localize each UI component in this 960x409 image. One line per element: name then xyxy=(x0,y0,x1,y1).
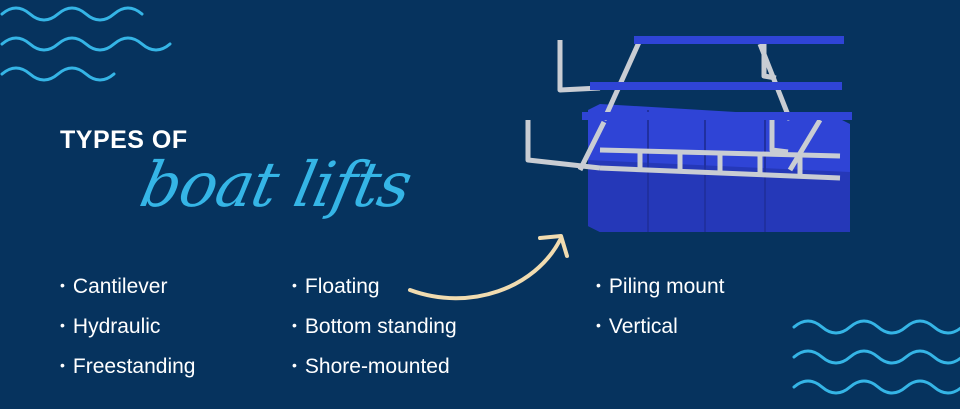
list-item: Cantilever xyxy=(60,274,195,314)
wave-icon xyxy=(0,6,172,82)
wave-icon xyxy=(792,319,960,395)
lift-types-column-1: Cantilever Hydraulic Freestanding xyxy=(60,274,196,394)
list-item: Hydraulic xyxy=(60,314,195,354)
lift-types-column-2: Floating Bottom standing Shore-mounted xyxy=(292,274,457,394)
heading-line-1: TYPES OF xyxy=(60,126,188,154)
heading-script: boat lifts xyxy=(134,148,418,221)
list-item: Shore-mounted xyxy=(292,354,457,394)
lift-types-column-3: Piling mount Vertical xyxy=(596,274,725,354)
list-item: Vertical xyxy=(596,314,724,354)
list-item: Floating xyxy=(292,274,457,314)
list-item: Piling mount xyxy=(596,274,725,314)
list-item: Freestanding xyxy=(60,354,196,394)
floating-boat-lift-illustration xyxy=(525,36,852,232)
list-item: Bottom standing xyxy=(292,314,457,354)
